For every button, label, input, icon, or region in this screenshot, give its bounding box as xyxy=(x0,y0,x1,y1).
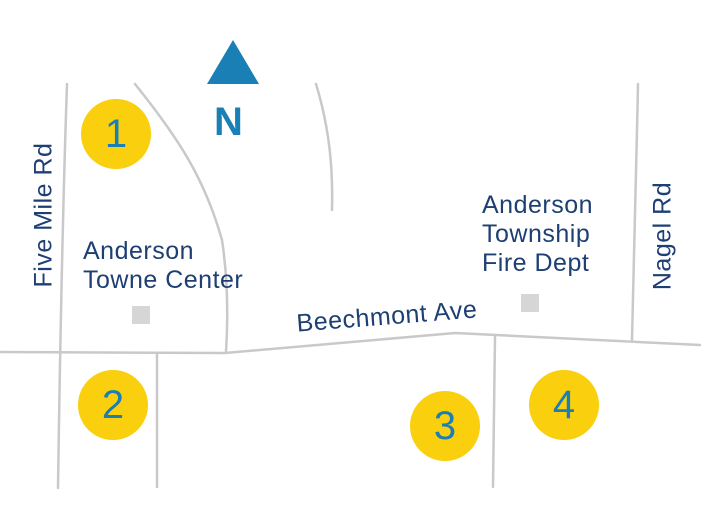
place-label-line: Anderson xyxy=(83,237,195,265)
road-five-mile xyxy=(56,82,69,490)
map-marker-4[interactable]: 4 xyxy=(529,370,599,440)
place-label-fire-dept: Anderson Township Fire Dept xyxy=(482,191,593,278)
landmark-towne-center[interactable] xyxy=(132,306,150,324)
road-curved xyxy=(133,82,229,354)
map-marker-1[interactable]: 1 xyxy=(81,99,151,169)
road-north-mid xyxy=(314,82,334,212)
landmark-fire-dept[interactable] xyxy=(521,294,539,312)
place-label-line: Township xyxy=(482,220,591,248)
place-label-towne-center: Anderson Towne Center xyxy=(83,237,243,295)
map-marker-3[interactable]: 3 xyxy=(410,391,480,461)
road-beechmont xyxy=(0,331,701,355)
road-label-five-mile: Five Mile Rd xyxy=(29,142,58,288)
north-arrow-icon xyxy=(207,40,259,84)
map-marker-2[interactable]: 2 xyxy=(78,370,148,440)
road-south-right xyxy=(491,335,497,489)
place-label-line: Fire Dept xyxy=(482,249,590,277)
road-label-nagel: Nagel Rd xyxy=(648,181,677,291)
place-label-line: Anderson xyxy=(482,191,594,219)
north-label: N xyxy=(214,100,243,144)
place-label-line: Towne Center xyxy=(83,266,244,294)
road-nagel xyxy=(630,82,640,342)
